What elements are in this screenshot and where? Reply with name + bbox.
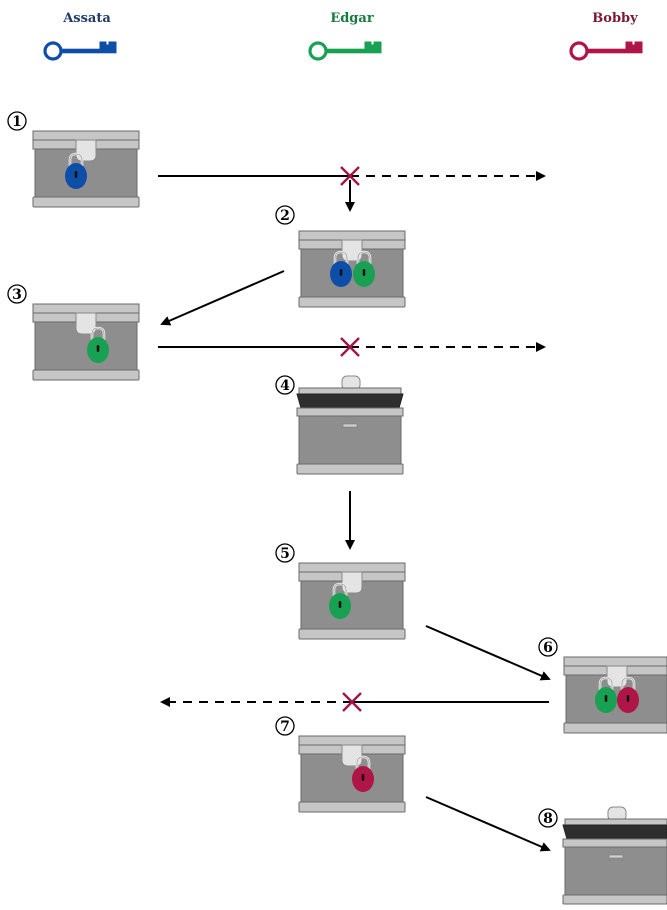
- step-3-marker: 3: [7, 284, 27, 304]
- svg-text:6: 6: [543, 640, 553, 656]
- step-1-marker: 1: [7, 111, 27, 131]
- step-6-marker: 6: [538, 637, 558, 657]
- intercept-cross-icon: [342, 692, 362, 712]
- green-key-icon: [308, 40, 383, 61]
- svg-text:8: 8: [543, 811, 553, 827]
- svg-text:4: 4: [280, 378, 290, 394]
- step-2-marker: 2: [275, 205, 295, 225]
- blue-key-icon: [43, 40, 118, 61]
- step-7-box: [298, 735, 406, 813]
- step-4-marker: 4: [275, 375, 295, 395]
- svg-text:5: 5: [280, 546, 290, 562]
- step-5-box: [298, 562, 406, 640]
- step-6-box: [563, 656, 667, 734]
- step-7-marker: 7: [275, 716, 295, 736]
- step-8-marker: 8: [538, 808, 558, 828]
- step-3-box: [32, 303, 140, 381]
- red-key-icon: [569, 40, 644, 61]
- arrow-step2-to-step3: [160, 270, 285, 326]
- svg-text:1: 1: [12, 114, 22, 130]
- intercept-cross-icon: [340, 337, 360, 357]
- step-8-box-open: [562, 806, 667, 905]
- arrow-step7-to-step8: [425, 796, 551, 852]
- step-4-box-open: [296, 375, 404, 475]
- svg-text:7: 7: [280, 719, 290, 735]
- person-name-edgar: Edgar: [330, 11, 374, 26]
- svg-text:2: 2: [280, 208, 290, 224]
- step-2-box: [298, 230, 406, 308]
- person-name-assata: Assata: [62, 11, 111, 26]
- step-1-box: [32, 130, 140, 208]
- arrow-step5-to-step6: [425, 625, 551, 681]
- intercept-cross-icon: [340, 166, 360, 186]
- svg-text:3: 3: [12, 287, 22, 303]
- step-5-marker: 5: [275, 543, 295, 563]
- person-name-bobby: Bobby: [592, 11, 638, 26]
